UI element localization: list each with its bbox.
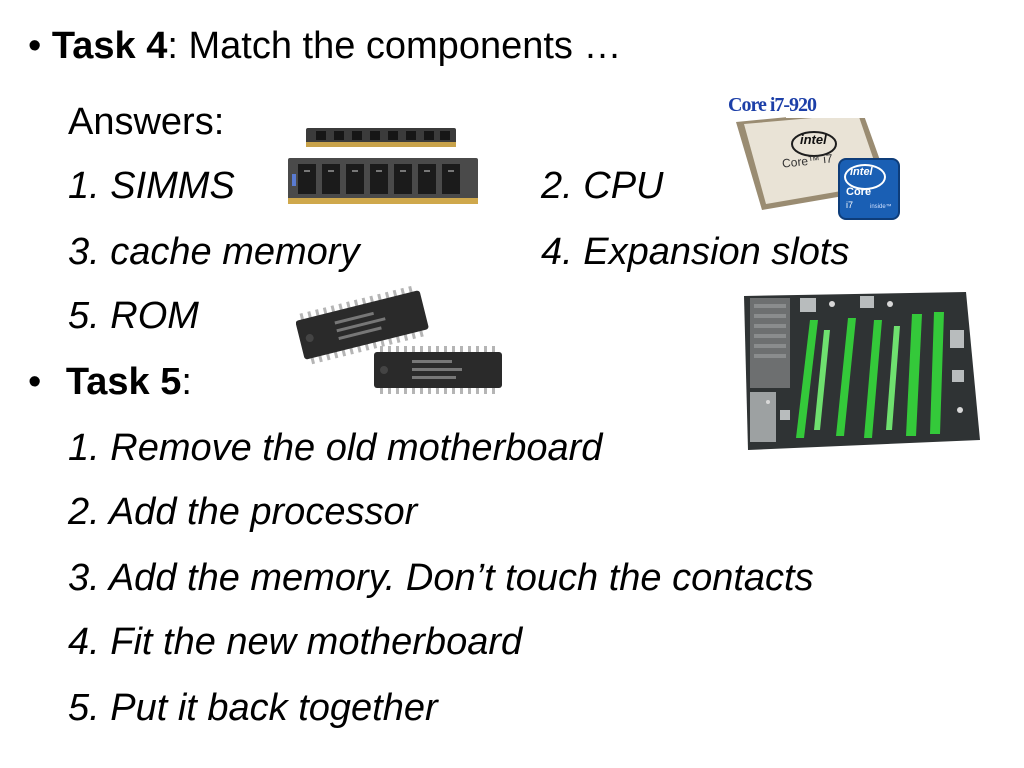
- task4-title: Task 4: [51, 25, 168, 67]
- bullet: •: [28, 361, 42, 403]
- answer-5: 5. ROM: [68, 295, 199, 337]
- step-3: 3. Add the memory. Don’t touch the conta…: [68, 557, 814, 599]
- answer-1: 1. SIMMS: [68, 165, 235, 207]
- cpu-box-label: Core i7-920: [728, 94, 817, 116]
- answer-4: 4. Expansion slots: [541, 231, 850, 273]
- badge-brand: intel: [850, 166, 873, 178]
- bullet: •: [28, 25, 42, 67]
- answer-2: 2. CPU: [541, 165, 664, 207]
- badge-tag: inside™: [870, 204, 892, 210]
- task4-text: : Match the components …: [167, 25, 622, 67]
- task5-title: Task 5: [65, 361, 182, 403]
- cpu-image: Core i7-920 intel Core™ i7 intel Core i7…: [722, 92, 900, 222]
- answer-3: 3. cache memory: [68, 231, 360, 273]
- step-1: 1. Remove the old motherboard: [68, 427, 603, 469]
- badge-model: Core: [846, 186, 872, 198]
- cpu-brand: intel: [800, 132, 827, 147]
- task4-heading: • Task 4: Match the components …: [28, 24, 621, 68]
- rom-chips-image: [296, 285, 502, 394]
- intel-core-badge: intel Core i7 inside™: [838, 158, 900, 220]
- simm-memory-image: [288, 128, 478, 204]
- task5-heading: • Task 5:: [28, 360, 192, 404]
- step-2: 2. Add the processor: [68, 491, 418, 533]
- task5-text: :: [181, 361, 192, 403]
- motherboard-image: [744, 292, 980, 450]
- answers-label: Answers:: [68, 101, 225, 143]
- step-5: 5. Put it back together: [68, 687, 438, 729]
- badge-sub: i7: [846, 200, 854, 210]
- step-4: 4. Fit the new motherboard: [68, 621, 523, 663]
